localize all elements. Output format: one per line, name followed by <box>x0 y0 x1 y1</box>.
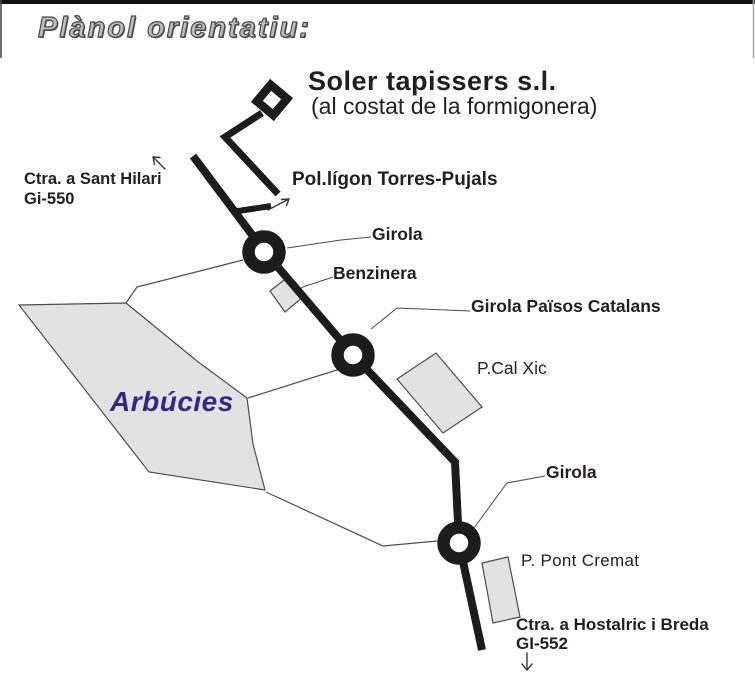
top-border <box>0 0 755 4</box>
road-roundabout1-to-town <box>125 259 244 304</box>
cal-xic-building <box>396 352 483 434</box>
leader-line-girola-3 <box>473 475 546 529</box>
road-hostalric-code: GI-552 <box>516 634 568 653</box>
label-roundabout-3: Girola <box>546 462 597 482</box>
destination-marker-icon <box>250 78 294 122</box>
roundabout-1 <box>242 230 286 274</box>
label-town-arbucies: Arbúcies <box>110 386 234 417</box>
leader-line-girola-paisos <box>370 307 471 330</box>
road-sant-hilari-line1: Ctra. a Sant Hilari <box>24 170 162 188</box>
pont-cremat-building <box>481 556 521 624</box>
label-cal-xic: P.Cal Xic <box>477 358 547 378</box>
road-roundabout2-to-town <box>247 368 341 399</box>
destination-name: Soler tapissers s.l. <box>308 66 557 96</box>
road-sant-hilari-code: Gi-550 <box>24 190 75 208</box>
label-road-sant-hilari: Ctra. a Sant Hilari Gi-550 <box>24 169 162 209</box>
label-gas-station: Benzinera <box>333 263 417 283</box>
leader-line-girola-1 <box>286 236 372 249</box>
label-road-hostalric: Ctra. a Hostalric i Breda GI-552 <box>516 615 709 653</box>
access-road-stub <box>231 203 272 215</box>
town-area-arbucies <box>17 302 266 491</box>
road-hostalric-line1: Ctra. a Hostalric i Breda <box>516 615 709 634</box>
map-title: Plànol orientatiu: <box>37 11 311 44</box>
label-pont-cremat: P. Pont Cremat <box>521 551 640 570</box>
label-industrial-park: Pol.lígon Torres-Pujals <box>292 169 498 190</box>
arrow-northeast-icon <box>267 198 290 211</box>
label-roundabout-2: Girola Països Catalans <box>471 296 661 316</box>
arrow-south-icon <box>521 652 533 671</box>
factory-access-road <box>219 110 281 197</box>
arrow-northwest-icon <box>152 156 166 170</box>
label-roundabout-1: Girola <box>372 224 423 244</box>
road-town-to-roundabout3 <box>265 491 438 547</box>
roundabout-2 <box>331 333 375 377</box>
roundabout-3 <box>437 521 481 565</box>
destination-note: (al costat de la formigonera) <box>311 93 598 119</box>
